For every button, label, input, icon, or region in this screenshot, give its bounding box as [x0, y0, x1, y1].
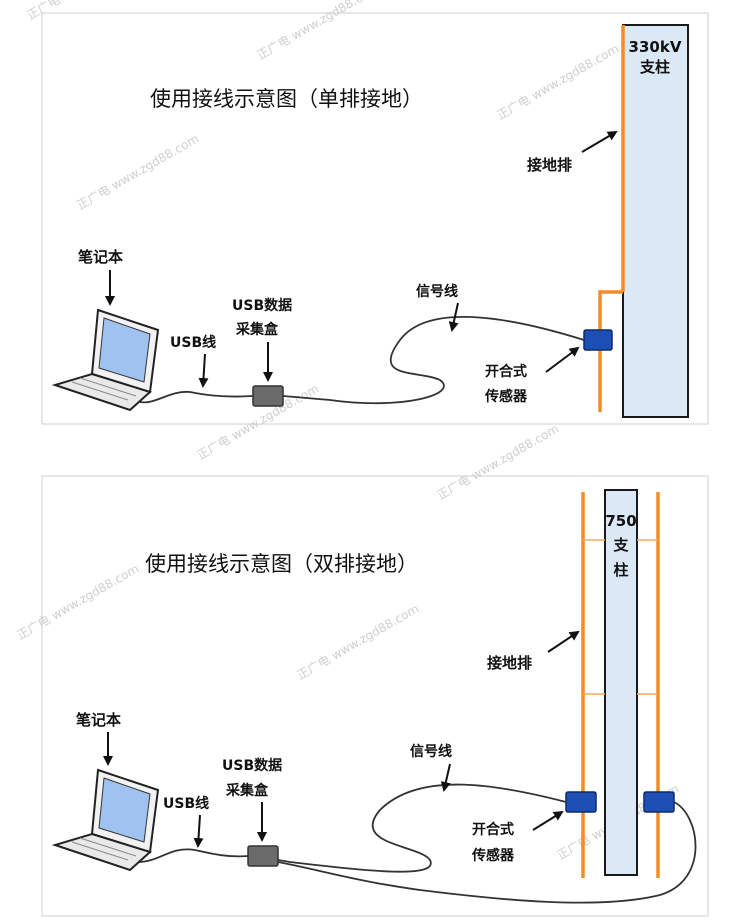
pillar-label: 支 — [612, 536, 629, 554]
usb-cable-arrow — [193, 814, 204, 848]
panel-title: 使用接线示意图（单排接地） — [150, 87, 423, 111]
sensor-arrow — [532, 810, 564, 831]
signal-cable — [277, 783, 567, 873]
ground-bar — [598, 290, 623, 412]
sensor-arrow — [545, 346, 580, 373]
usb-box-label: USB数据 — [222, 757, 282, 774]
panel-frame — [41, 475, 709, 917]
clamp-sensor-right — [643, 791, 675, 813]
panel-frame — [41, 12, 709, 425]
pillar-label: 750 — [605, 512, 636, 530]
ground-arrow — [547, 630, 580, 653]
watermark: 正广电 www.zgd88.com — [15, 561, 142, 642]
watermark: 正广电 www.zgd88.com — [495, 41, 622, 122]
sensor-label: 开合式 — [472, 821, 514, 838]
pillar-label: 330kV — [629, 38, 682, 56]
usb-cable — [139, 391, 254, 404]
watermark: 正广电 www.zgd88.com — [25, 0, 152, 23]
clamp-sensor — [583, 329, 613, 351]
usb-box-label: USB数据 — [232, 297, 292, 314]
laptop-label: 笔记本 — [78, 248, 123, 266]
ground-arrow — [581, 130, 618, 153]
signal-cable-right — [277, 801, 697, 904]
signal-arrow — [448, 302, 459, 332]
signal-label: 信号线 — [416, 283, 458, 300]
sensor-label: 传感器 — [471, 847, 515, 864]
ground-label: 接地排 — [487, 654, 532, 672]
signal-label: 信号线 — [410, 743, 452, 760]
watermark: 正广电 www.zgd88.com — [295, 601, 422, 682]
clamp-sensor-left — [565, 791, 597, 813]
watermark-layer: 正广电 www.zgd88.com 正广电 www.zgd88.com 正广电 … — [15, 0, 682, 863]
laptop-icon — [51, 308, 160, 412]
pillar — [622, 24, 689, 418]
usb-cable-label: USB线 — [163, 795, 209, 812]
usb-cable-label: USB线 — [170, 334, 216, 351]
pillar-label: 支柱 — [639, 58, 670, 76]
ground-label: 接地排 — [527, 156, 572, 174]
watermark: 正广电 www.zgd88.com — [435, 421, 562, 502]
pillar — [604, 489, 638, 876]
usb-daq-box — [252, 385, 284, 407]
laptop-icon — [51, 768, 160, 872]
signal-arrow — [440, 763, 451, 792]
panel-title: 使用接线示意图（双排接地） — [145, 552, 418, 576]
usb-box-label: 采集盒 — [225, 782, 269, 799]
laptop-label: 笔记本 — [76, 711, 121, 729]
usb-daq-box — [247, 845, 279, 867]
signal-cable — [282, 316, 585, 405]
usb-box-label: 采集盒 — [235, 321, 279, 338]
sensor-label: 传感器 — [484, 388, 528, 405]
watermark: 正广电 www.zgd88.com — [75, 131, 202, 212]
usb-cable-arrow — [198, 353, 209, 388]
sensor-label: 开合式 — [485, 363, 527, 380]
panel-single-ground: 使用接线示意图（单排接地） 330kV 支柱 接地排 开合式 传感器 信号线 U… — [41, 12, 709, 425]
watermark: 正广电 www.zgd88.com — [255, 0, 382, 63]
usb-cable — [137, 848, 249, 863]
pillar-label: 柱 — [613, 561, 628, 579]
panel-double-ground: 使用接线示意图（双排接地） 750 支 柱 接地排 开合式 传感器 信号线 US… — [41, 475, 709, 917]
